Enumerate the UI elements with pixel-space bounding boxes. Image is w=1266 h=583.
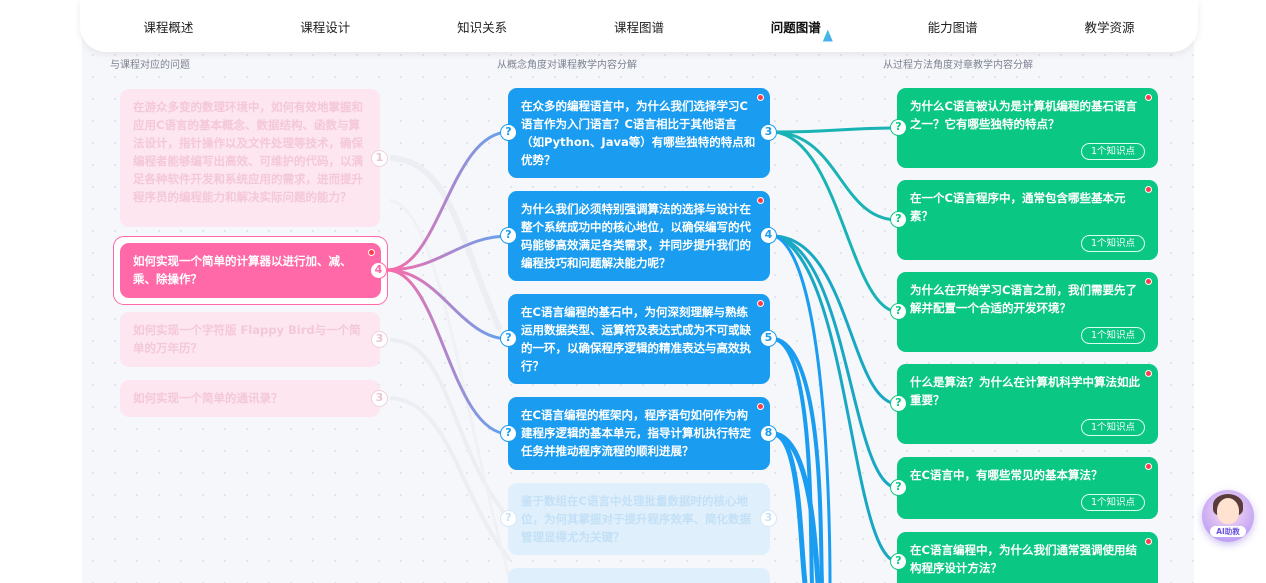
- unread-dot-icon: [1145, 463, 1152, 470]
- count-badge: 1: [371, 150, 388, 167]
- tab-course-graph[interactable]: 课程图谱: [613, 19, 664, 35]
- column-header-middle: 从概念角度对课程教学内容分解: [497, 60, 637, 71]
- knowledge-point-button[interactable]: 1个知识点: [1080, 327, 1145, 344]
- middle-question-card[interactable]: 鉴于数组在C语言中处理批量数据时的核心地位，为何其掌握对于提升程序效率、简化数据…: [508, 483, 770, 555]
- question-mark-icon: ?: [500, 425, 517, 442]
- knowledge-point-button[interactable]: 1个知识点: [1080, 235, 1145, 252]
- question-text: 在C语言编程的框架内，程序语句如何作为构建程序逻辑的基本单元，指导计算机执行特定…: [521, 408, 751, 458]
- knowledge-point-button[interactable]: 1个知识点: [1080, 494, 1145, 511]
- question-mark-icon: ?: [500, 227, 517, 244]
- right-question-card[interactable]: 在一个C语言程序中，通常包含哪些基本元素？ 1个知识点: [897, 180, 1158, 260]
- column-header-left: 与课程对应的问题: [110, 60, 190, 71]
- unread-dot-icon: [757, 300, 764, 307]
- middle-question-card[interactable]: [508, 568, 770, 583]
- right-question-card[interactable]: 在C语言编程中，为什么我们通常强调使用结构程序设计方法？: [897, 532, 1158, 583]
- question-text: 为什么我们必须特别强调算法的选择与设计在整个系统成功中的核心地位，以确保编写的代…: [521, 202, 751, 270]
- question-mark-icon: ?: [890, 553, 907, 570]
- top-nav: 课程概述 课程设计 知识关系 课程图谱 问题图谱 能力图谱 教学资源: [80, 0, 1198, 52]
- left-question-card[interactable]: 在游众多变的数理环境中，如何有效地掌握和应用C语言的基本概念、数据结构、函数与算…: [120, 89, 380, 227]
- middle-question-card[interactable]: 在C语言编程的基石中，为何深刻理解与熟练运用数据类型、运算符及表达式成为不可或缺…: [508, 294, 770, 384]
- unread-dot-icon: [1145, 94, 1152, 101]
- middle-question-card[interactable]: 在众多的编程语言中，为什么我们选择学习C语言作为入门语言？C语言相比于其他语言（…: [508, 88, 770, 178]
- tab-course-overview[interactable]: 课程概述: [143, 19, 194, 35]
- question-text: 在C语言编程中，为什么我们通常强调使用结构程序设计方法？: [910, 543, 1137, 575]
- middle-question-card[interactable]: 为什么我们必须特别强调算法的选择与设计在整个系统成功中的核心地位，以确保编写的代…: [508, 191, 770, 281]
- tab-course-design[interactable]: 课程设计: [300, 19, 351, 35]
- question-text: 如何实现一个字符版 Flappy Bird与一个简单的万年历？: [133, 323, 361, 355]
- count-badge: 3: [760, 510, 777, 527]
- count-badge: 3: [760, 124, 777, 141]
- ai-avatar-face: [1217, 498, 1239, 524]
- left-question-card-selected[interactable]: 如何实现一个简单的计算器以进行加、减、乘、除操作？: [120, 243, 381, 298]
- tab-ability-graph[interactable]: 能力图谱: [927, 19, 978, 35]
- right-question-card[interactable]: 什么是算法？为什么在计算机科学中算法如此重要？ 1个知识点: [897, 364, 1158, 444]
- question-text: 如何实现一个简单的计算器以进行加、减、乘、除操作？: [133, 254, 352, 286]
- tab-question-graph[interactable]: 问题图谱: [763, 11, 833, 42]
- count-badge: 5: [760, 330, 777, 347]
- count-badge: 4: [760, 227, 777, 244]
- question-mark-icon: ?: [890, 211, 907, 228]
- tab-teaching-resources[interactable]: 教学资源: [1084, 19, 1135, 35]
- question-text: 在C语言中，有哪些常见的基本算法？: [910, 468, 1103, 482]
- ai-assistant-label: AI助教: [1210, 526, 1246, 537]
- active-tab-marker-icon: [822, 29, 833, 42]
- count-badge: 8: [760, 425, 777, 442]
- unread-dot-icon: [1145, 370, 1152, 377]
- question-mark-icon: ?: [500, 330, 517, 347]
- knowledge-point-button[interactable]: 1个知识点: [1080, 419, 1145, 436]
- question-text: 鉴于数组在C语言中处理批量数据时的核心地位，为何其掌握对于提升程序效率、简化数据…: [521, 494, 751, 544]
- right-question-card[interactable]: 为什么C语言被认为是计算机编程的基石语言之一？它有哪些独特的特点？ 1个知识点: [897, 88, 1158, 168]
- unread-dot-icon: [1145, 538, 1152, 545]
- right-question-card[interactable]: 在C语言中，有哪些常见的基本算法？ 1个知识点: [897, 457, 1158, 519]
- left-question-card[interactable]: 如何实现一个简单的通讯录？: [120, 380, 380, 417]
- count-badge: 3: [371, 331, 388, 348]
- unread-dot-icon: [757, 94, 764, 101]
- question-text: 在一个C语言程序中，通常包含哪些基本元素？: [910, 191, 1126, 223]
- question-mark-icon: ?: [500, 124, 517, 141]
- question-mark-icon: ?: [890, 303, 907, 320]
- tab-knowledge-relations[interactable]: 知识关系: [457, 19, 508, 35]
- column-header-right: 从过程方法角度对章教学内容分解: [883, 60, 1033, 71]
- question-text: 在游众多变的数理环境中，如何有效地掌握和应用C语言的基本概念、数据结构、函数与算…: [133, 100, 363, 204]
- question-text: 为什么C语言被认为是计算机编程的基石语言之一？它有哪些独特的特点？: [910, 99, 1137, 131]
- unread-dot-icon: [1145, 186, 1152, 193]
- question-mark-icon: ?: [890, 395, 907, 412]
- count-badge: 4: [370, 262, 387, 279]
- question-mark-icon: ?: [500, 510, 517, 527]
- question-text: 为什么在开始学习C语言之前，我们需要先了解并配置一个合适的开发环境？: [910, 283, 1137, 315]
- ai-assistant-button[interactable]: AI助教: [1202, 490, 1254, 542]
- question-text: 在众多的编程语言中，为什么我们选择学习C语言作为入门语言？C语言相比于其他语言（…: [521, 99, 756, 167]
- tab-question-graph-label: 问题图谱: [770, 19, 821, 35]
- right-question-card[interactable]: 为什么在开始学习C语言之前，我们需要先了解并配置一个合适的开发环境？ 1个知识点: [897, 272, 1158, 352]
- unread-dot-icon: [757, 403, 764, 410]
- question-mark-icon: ?: [890, 479, 907, 496]
- unread-dot-icon: [757, 197, 764, 204]
- question-text: 在C语言编程的基石中，为何深刻理解与熟练运用数据类型、运算符及表达式成为不可或缺…: [521, 305, 751, 373]
- question-mark-icon: ?: [890, 119, 907, 136]
- question-text: 如何实现一个简单的通讯录？: [133, 391, 283, 405]
- left-question-card[interactable]: 如何实现一个字符版 Flappy Bird与一个简单的万年历？: [120, 312, 380, 367]
- count-badge: 3: [371, 390, 388, 407]
- middle-question-card[interactable]: 在C语言编程的框架内，程序语句如何作为构建程序逻辑的基本单元，指导计算机执行特定…: [508, 397, 770, 470]
- unread-dot-icon: [1145, 278, 1152, 285]
- question-text: 什么是算法？为什么在计算机科学中算法如此重要？: [910, 375, 1140, 407]
- unread-dot-icon: [368, 249, 375, 256]
- knowledge-point-button[interactable]: 1个知识点: [1080, 143, 1145, 160]
